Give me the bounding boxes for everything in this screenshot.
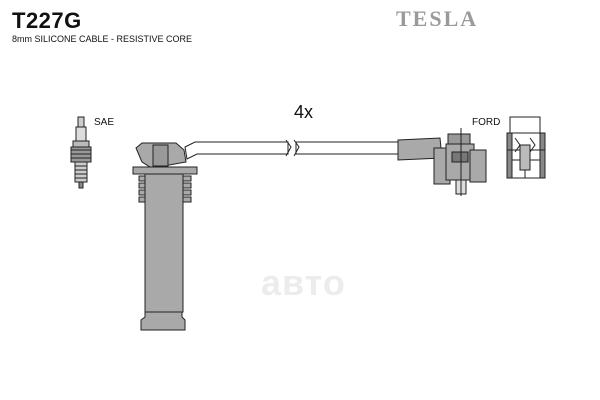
watermark: авто: [261, 262, 346, 303]
ford-terminal-label: FORD: [472, 117, 501, 128]
cable-spec: 8mm SILICONE CABLE - RESISTIVE CORE: [12, 34, 193, 44]
quantity-label: 4x: [294, 102, 314, 122]
sae-terminal-label: SAE: [94, 117, 115, 128]
plug-boot-straight: [132, 142, 198, 331]
cable-line: [184, 139, 399, 160]
part-code: T227G: [12, 8, 82, 33]
brand-logo: TESLA: [396, 6, 479, 31]
coil-connector-angled: [397, 128, 487, 196]
spark-plug-icon: [70, 116, 92, 189]
ford-terminal-icon: [506, 116, 546, 179]
